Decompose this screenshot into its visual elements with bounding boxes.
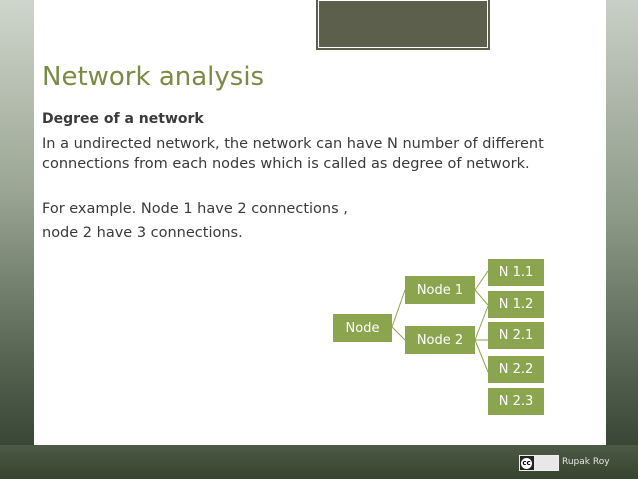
tree-node-n11: N 1.1: [488, 259, 544, 286]
tree-node-node1: Node 1: [405, 276, 475, 304]
author-name: Rupak Roy: [562, 457, 610, 467]
paragraph-line-1: In a undirected network, the network can…: [42, 136, 544, 152]
background-left-edge: [0, 0, 34, 479]
tree-node-root: Node: [333, 314, 392, 342]
background-right-edge: [606, 0, 638, 479]
paragraph-line-3: For example. Node 1 have 2 connections ,: [42, 201, 348, 217]
slide-subtitle: Degree of a network: [42, 111, 204, 127]
tree-node-node2: Node 2: [405, 326, 475, 354]
slide-title: Network analysis: [42, 62, 265, 92]
tree-node-n23: N 2.3: [488, 388, 544, 415]
paragraph-line-4: node 2 have 3 connections.: [42, 225, 243, 241]
paragraph-line-2: connections from each nodes which is cal…: [42, 156, 530, 172]
decorative-header-box: [318, 0, 488, 48]
tree-node-n21: N 2.1: [488, 322, 544, 349]
cc-circle-icon: cc: [521, 457, 532, 469]
cc-by-icon: cc: [519, 455, 559, 471]
tree-node-n22: N 2.2: [488, 356, 544, 383]
tree-node-n12: N 1.2: [488, 291, 544, 318]
cc-badge-label-area: [534, 456, 558, 470]
